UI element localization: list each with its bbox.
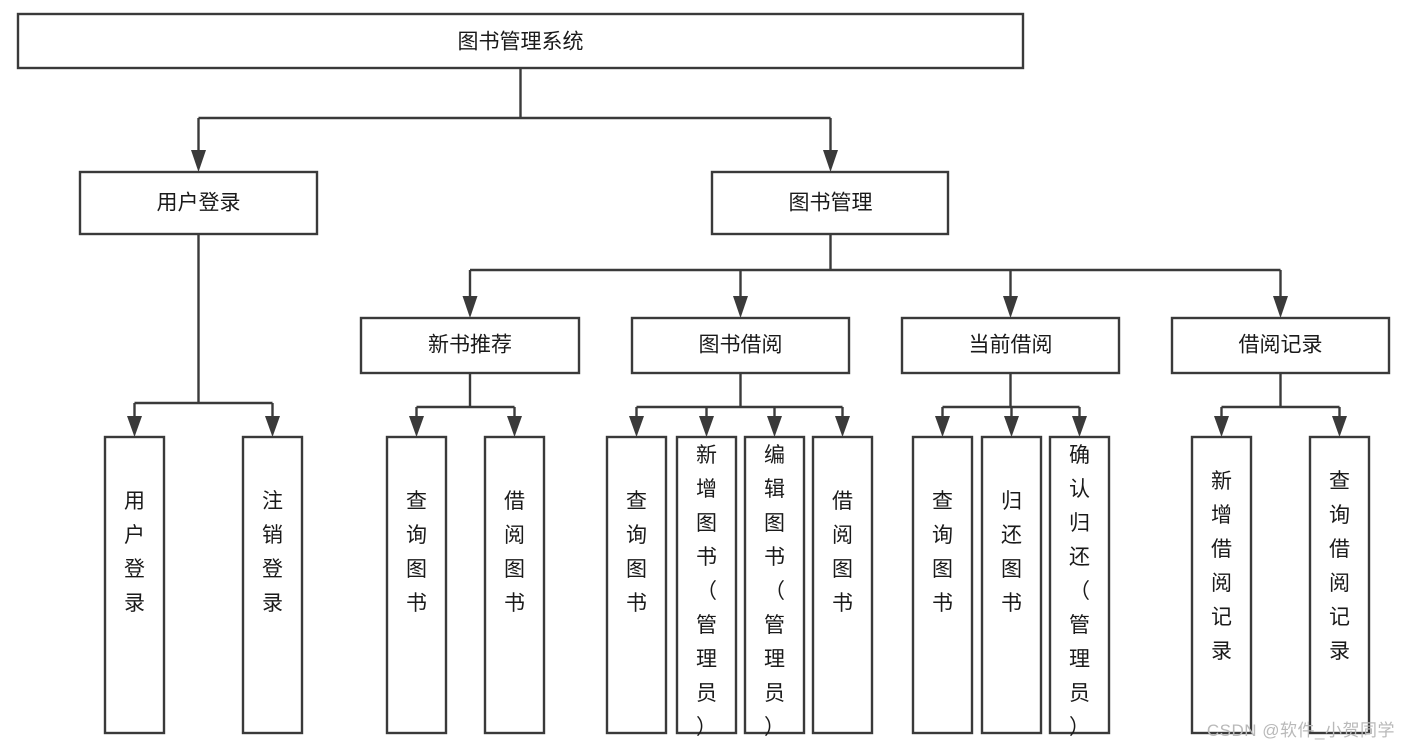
node-leaf-query-record-box[interactable] bbox=[1308, 435, 1371, 735]
node-leaf-query-record[interactable]: 查询借阅记录 bbox=[1308, 435, 1371, 735]
node-current-borrow-label: 当前借阅 bbox=[969, 334, 1053, 357]
node-leaf-user-login[interactable]: 用户登录 bbox=[103, 435, 166, 735]
node-leaf-confirm-return-box[interactable] bbox=[1048, 435, 1111, 735]
node-root[interactable]: 图书管理系统 bbox=[16, 12, 1025, 70]
arrow-head-leaf-user-login bbox=[127, 416, 142, 437]
node-book-borrow[interactable]: 图书借阅 bbox=[630, 316, 851, 375]
node-leaf-add-record-label: 新增借阅记录 bbox=[1211, 470, 1232, 663]
node-leaf-query-book-1-label: 查询图书 bbox=[406, 490, 427, 615]
arrow-head-leaf-user-logout bbox=[265, 416, 280, 437]
node-leaf-borrow-book-1[interactable]: 借阅图书 bbox=[483, 435, 546, 735]
arrow-head-leaf-query-record bbox=[1332, 416, 1347, 437]
node-leaf-query-record-label: 查询借阅记录 bbox=[1329, 470, 1350, 663]
node-leaf-query-book-1[interactable]: 查询图书 bbox=[385, 435, 448, 735]
node-user-login-label: 用户登录 bbox=[157, 192, 241, 215]
node-leaf-query-book-2-box[interactable] bbox=[605, 435, 668, 735]
arrow-head-leaf-confirm-return bbox=[1072, 416, 1087, 437]
node-leaf-add-book-label: 新增图书（管理员） bbox=[696, 444, 717, 739]
node-book-borrow-box[interactable] bbox=[630, 316, 851, 375]
node-leaf-borrow-book-2[interactable]: 借阅图书 bbox=[811, 435, 874, 735]
node-borrow-record-box[interactable] bbox=[1170, 316, 1391, 375]
node-leaf-add-book[interactable]: 新增图书（管理员） bbox=[675, 435, 738, 739]
node-user-login-box[interactable] bbox=[78, 170, 319, 236]
node-book-manage[interactable]: 图书管理 bbox=[710, 170, 950, 236]
arrow-head-leaf-query-book-2 bbox=[629, 416, 644, 437]
arrow-head-new-book-recommend bbox=[462, 296, 478, 318]
node-leaf-user-logout-label: 注销登录 bbox=[262, 490, 283, 615]
node-current-borrow-box[interactable] bbox=[900, 316, 1121, 375]
node-leaf-user-login-label: 用户登录 bbox=[124, 490, 145, 615]
node-leaf-confirm-return-label: 确认归还（管理员） bbox=[1069, 444, 1090, 739]
node-leaf-edit-book-label: 编辑图书（管理员） bbox=[764, 444, 785, 739]
arrow-head-leaf-borrow-book-1 bbox=[507, 416, 522, 437]
node-book-manage-box[interactable] bbox=[710, 170, 950, 236]
arrow-head-leaf-add-book bbox=[699, 416, 714, 437]
arrow-head-user-login bbox=[191, 150, 206, 172]
node-leaf-query-book-1-box[interactable] bbox=[385, 435, 448, 735]
arrow-head-borrow-record bbox=[1273, 296, 1288, 318]
node-borrow-record-label: 借阅记录 bbox=[1239, 334, 1323, 357]
node-leaf-add-book-box[interactable] bbox=[675, 435, 738, 735]
node-book-borrow-label: 图书借阅 bbox=[699, 334, 783, 357]
node-leaf-return-book-box[interactable] bbox=[980, 435, 1043, 735]
node-leaf-query-book-3-label: 查询图书 bbox=[932, 490, 953, 615]
node-user-login[interactable]: 用户登录 bbox=[78, 170, 319, 236]
node-current-borrow[interactable]: 当前借阅 bbox=[900, 316, 1121, 375]
node-leaf-add-record-box[interactable] bbox=[1190, 435, 1253, 735]
arrow-head-leaf-query-book-3 bbox=[935, 416, 950, 437]
arrow-head-leaf-add-record bbox=[1214, 416, 1229, 437]
node-leaf-confirm-return[interactable]: 确认归还（管理员） bbox=[1048, 435, 1111, 739]
node-leaf-query-book-3-box[interactable] bbox=[911, 435, 974, 735]
node-leaf-query-book-2-label: 查询图书 bbox=[626, 490, 647, 615]
node-layer: 图书管理系统 用户登录 图书管理 新书推荐 图书借阅 bbox=[16, 12, 1391, 739]
node-leaf-return-book-label: 归还图书 bbox=[1001, 490, 1022, 615]
arrow-head-leaf-borrow-book-2 bbox=[835, 416, 850, 437]
arrow-head-leaf-query-book-1 bbox=[409, 416, 424, 437]
node-leaf-borrow-book-2-box[interactable] bbox=[811, 435, 874, 735]
node-leaf-edit-book[interactable]: 编辑图书（管理员） bbox=[743, 435, 806, 739]
node-leaf-edit-book-box[interactable] bbox=[743, 435, 806, 735]
node-book-manage-label: 图书管理 bbox=[789, 192, 873, 215]
node-leaf-add-record[interactable]: 新增借阅记录 bbox=[1190, 435, 1253, 735]
arrow-head-leaf-return-book bbox=[1004, 416, 1019, 437]
node-root-label: 图书管理系统 bbox=[458, 31, 584, 54]
arrow-head-book-borrow bbox=[733, 296, 748, 318]
arrow-head-leaf-edit-book bbox=[767, 416, 782, 437]
node-new-book-recommend[interactable]: 新书推荐 bbox=[359, 316, 581, 375]
arrow-head-current-borrow bbox=[1003, 296, 1018, 318]
node-leaf-user-logout[interactable]: 注销登录 bbox=[241, 435, 304, 735]
arrow-head-book-manage bbox=[823, 150, 838, 172]
node-leaf-borrow-book-1-label: 借阅图书 bbox=[504, 490, 525, 615]
node-leaf-query-book-3[interactable]: 查询图书 bbox=[911, 435, 974, 735]
node-root-box[interactable] bbox=[16, 12, 1025, 70]
node-new-book-recommend-box[interactable] bbox=[359, 316, 581, 375]
node-leaf-user-logout-box[interactable] bbox=[241, 435, 304, 735]
node-leaf-query-book-2[interactable]: 查询图书 bbox=[605, 435, 668, 735]
node-leaf-return-book[interactable]: 归还图书 bbox=[980, 435, 1043, 735]
node-leaf-borrow-book-1-box[interactable] bbox=[483, 435, 546, 735]
connector-layer bbox=[127, 68, 1347, 437]
node-leaf-user-login-box[interactable] bbox=[103, 435, 166, 735]
node-leaf-borrow-book-2-label: 借阅图书 bbox=[832, 490, 853, 615]
node-new-book-recommend-label: 新书推荐 bbox=[428, 334, 512, 357]
node-borrow-record[interactable]: 借阅记录 bbox=[1170, 316, 1391, 375]
